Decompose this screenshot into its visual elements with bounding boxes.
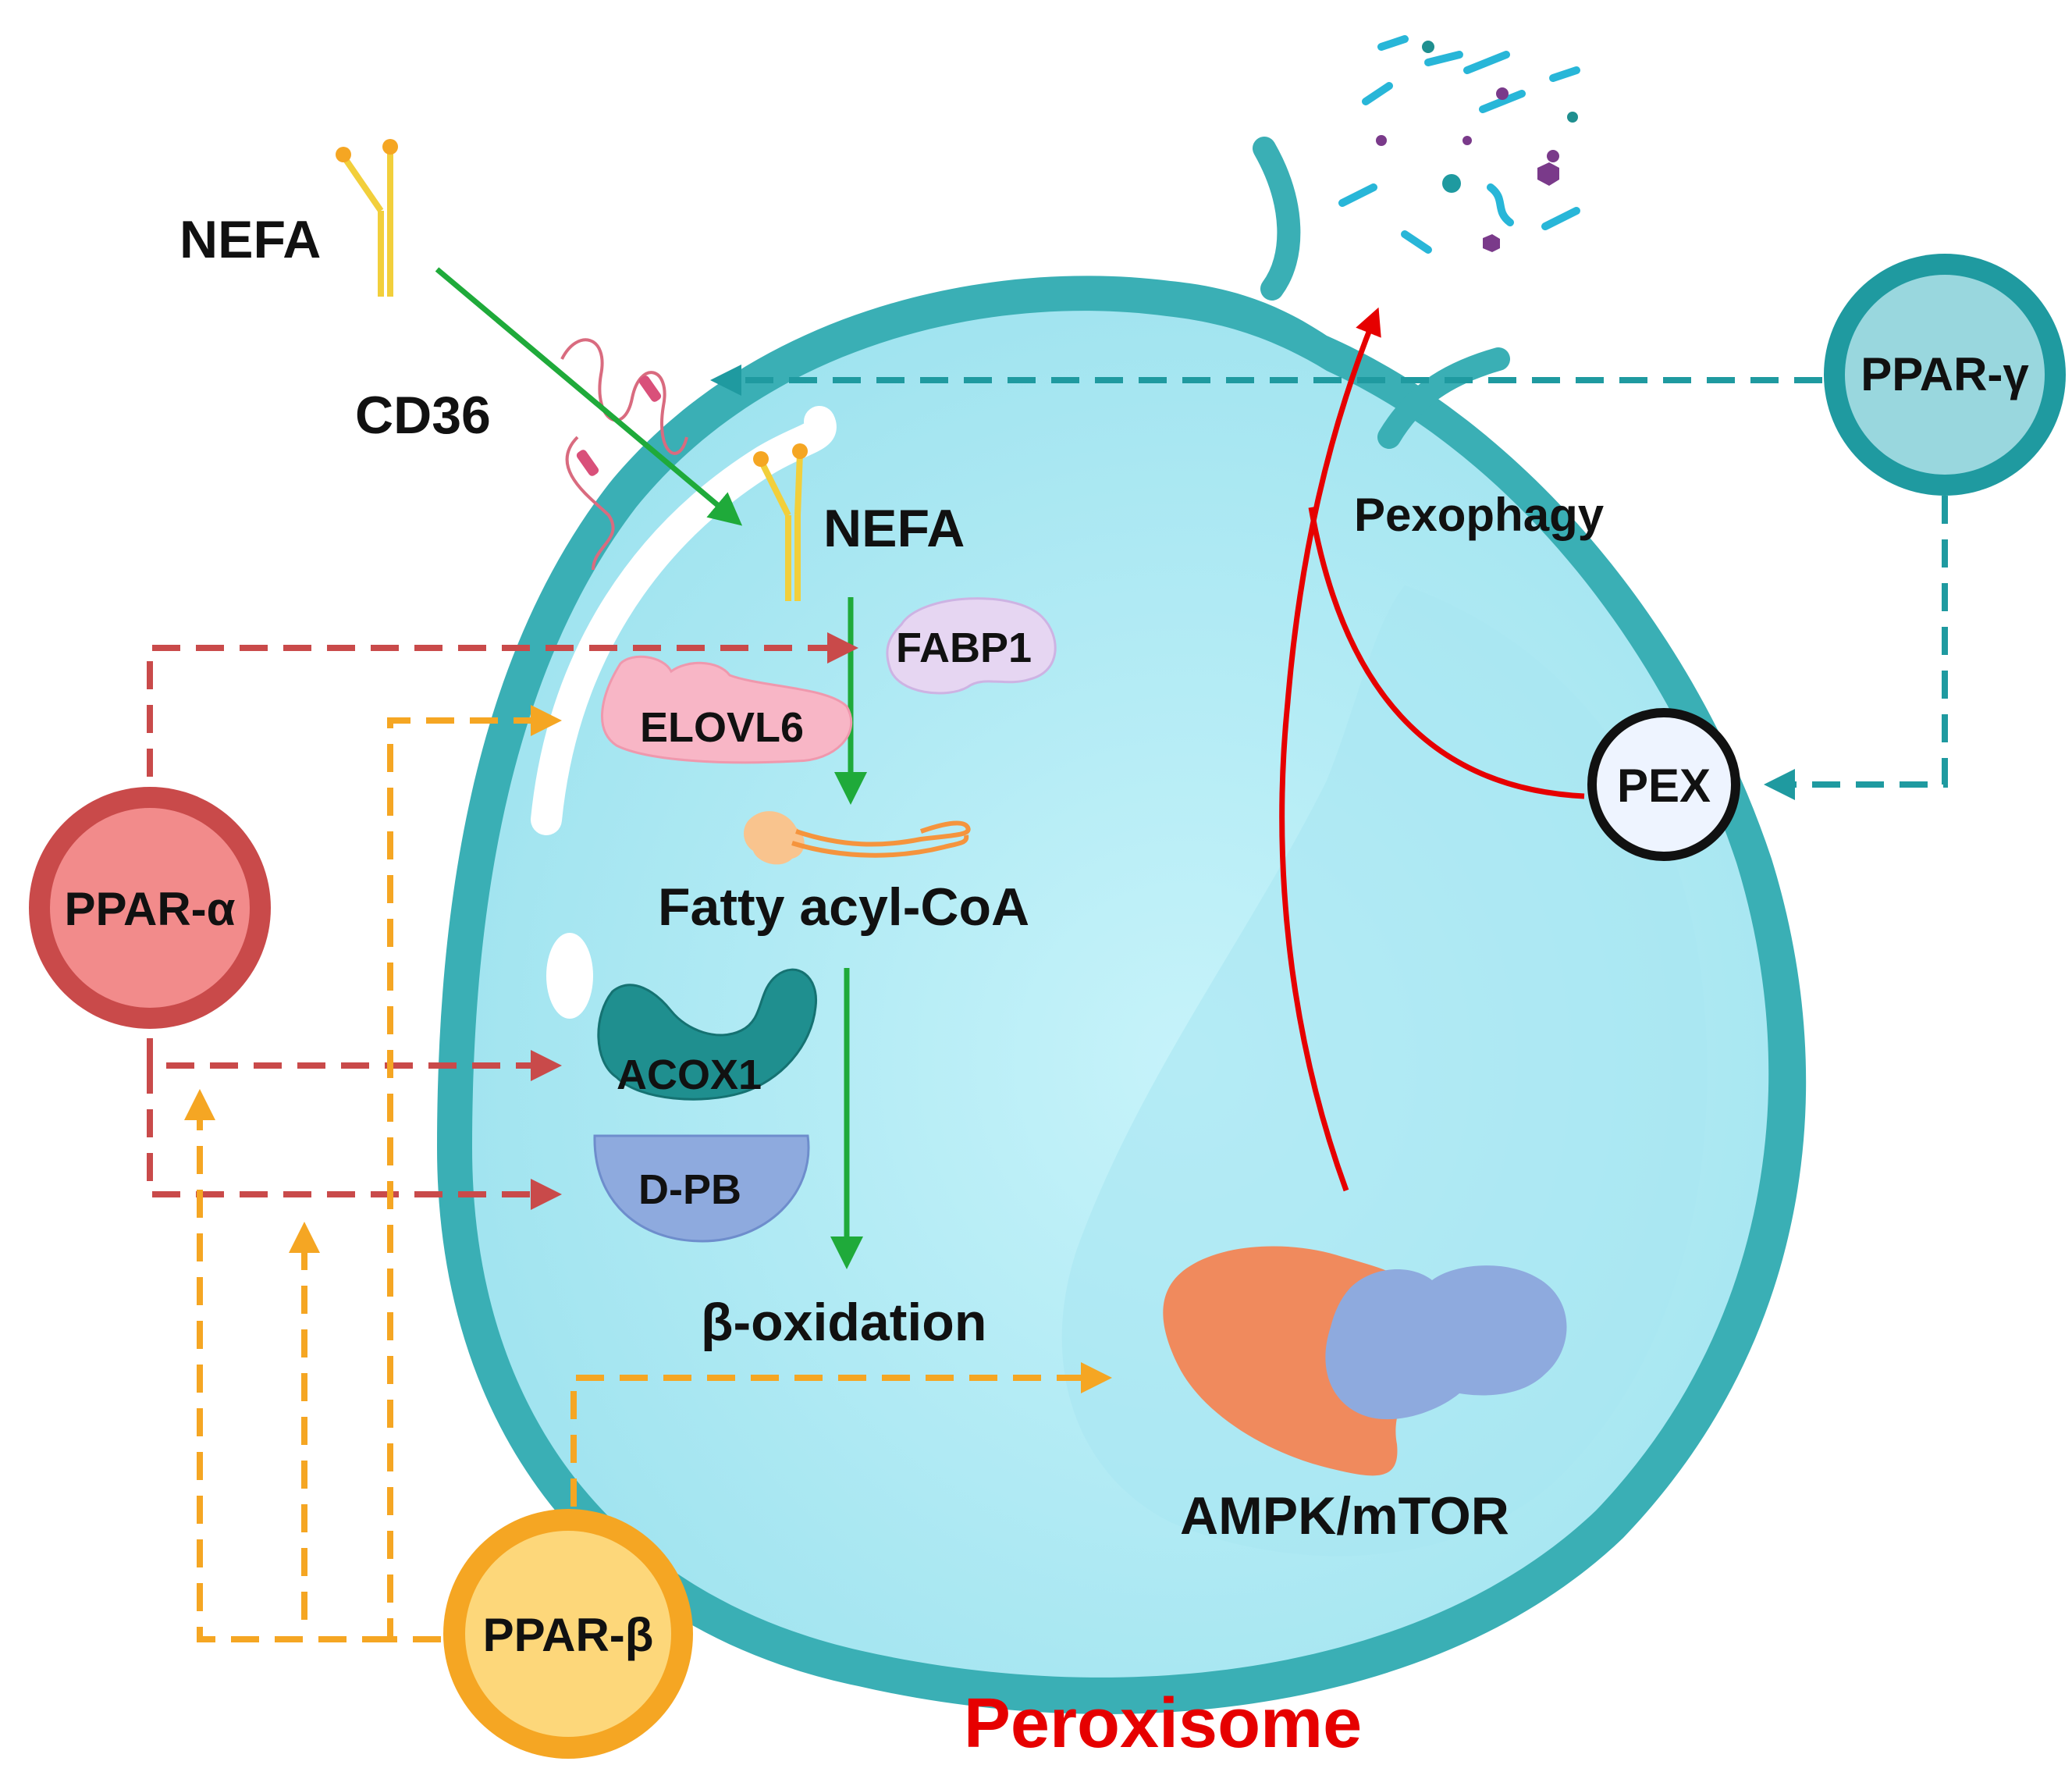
degradation-debris (1338, 35, 1580, 254)
ppar-alpha-node-inner (50, 808, 250, 1008)
nefa-outer-label: NEFA (179, 210, 321, 269)
nefa-inner-lipid-icon (753, 443, 808, 601)
fabp1-protein-icon (886, 597, 1057, 695)
ppar-alpha-label: PPAR-α (64, 883, 235, 935)
ppar-alpha-to-fabp1-arrow (147, 632, 858, 777)
ppar-gamma-node-inner (1845, 275, 2045, 475)
nefa-inner-label: NEFA (823, 499, 965, 558)
fatty-acyl-coa-icon (744, 811, 971, 865)
acox1-label: ACOX1 (617, 1051, 762, 1098)
nefa-transport-arrow (435, 267, 743, 526)
peroxisome-caption: Peroxisome (964, 1685, 1362, 1763)
ppar-beta-label: PPAR-β (483, 1609, 654, 1661)
dpb-protein-icon (593, 1134, 810, 1243)
elovl6-protein-icon (601, 655, 853, 764)
beta-oxidation-label: β-oxidation (701, 1293, 986, 1352)
ampk-mtor-complex-icon (1163, 1246, 1567, 1476)
fatty-acyl-coa-label: Fatty acyl-CoA (658, 877, 1029, 937)
fabp1-label: FABP1 (896, 624, 1032, 671)
elovl6-label: ELOVL6 (640, 704, 804, 751)
nefa-outer-lipid-icon (336, 139, 398, 297)
cd36-label: CD36 (355, 386, 491, 445)
pexophagy-arrow-ampk (1279, 307, 1381, 1192)
pex-label: PEX (1617, 760, 1711, 812)
pexophagy-label: Pexophagy (1354, 489, 1605, 541)
ppar-beta-to-elovl6-arrow (387, 705, 562, 1642)
dpb-label: D-PB (638, 1166, 741, 1213)
ppar-gamma-to-pex-arrow (1764, 496, 1948, 800)
ppar-beta-to-alpha-acox1-arrow (184, 1089, 390, 1642)
ppar-gamma-label: PPAR-γ (1861, 348, 2029, 400)
ampk-mtor-label: AMPK/mTOR (1180, 1486, 1509, 1546)
ppar-beta-node-inner (465, 1531, 671, 1737)
acox1-protein-icon (597, 968, 818, 1101)
pexophagy-arrow-pex (1308, 507, 1585, 799)
pex-node (1587, 708, 1740, 861)
cd36-transporter-icon (560, 338, 688, 571)
